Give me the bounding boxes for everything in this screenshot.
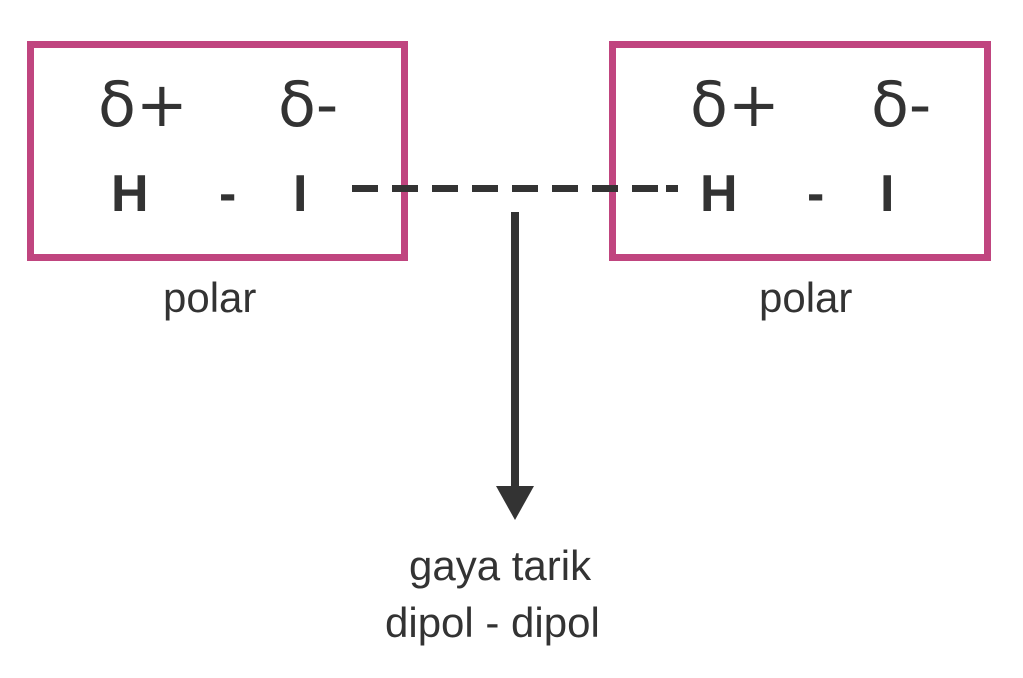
force-label-line1: gaya tarik bbox=[409, 542, 592, 589]
iodine-atom-left: I bbox=[293, 165, 308, 223]
bond-left: - bbox=[219, 165, 237, 223]
hydrogen-atom-left: H bbox=[111, 165, 149, 223]
molecule-box-right bbox=[609, 41, 991, 261]
force-label-line2: dipol - dipol bbox=[385, 599, 600, 646]
partial-positive-charge-left: δ+ bbox=[98, 68, 188, 141]
hydrogen-atom-right: H bbox=[700, 165, 738, 223]
arrow-down-icon bbox=[496, 486, 534, 520]
partial-positive-charge-right: δ+ bbox=[690, 68, 780, 141]
partial-negative-charge-left: δ- bbox=[278, 68, 339, 141]
molecule-box-left bbox=[27, 41, 408, 261]
dashed-attraction-line bbox=[352, 185, 678, 192]
bond-right: - bbox=[807, 165, 825, 223]
polar-label-right: polar bbox=[759, 274, 853, 321]
polar-label-left: polar bbox=[163, 274, 257, 321]
partial-negative-charge-right: δ- bbox=[871, 68, 932, 141]
arrow-shaft bbox=[511, 212, 519, 488]
iodine-atom-right: I bbox=[880, 165, 895, 223]
